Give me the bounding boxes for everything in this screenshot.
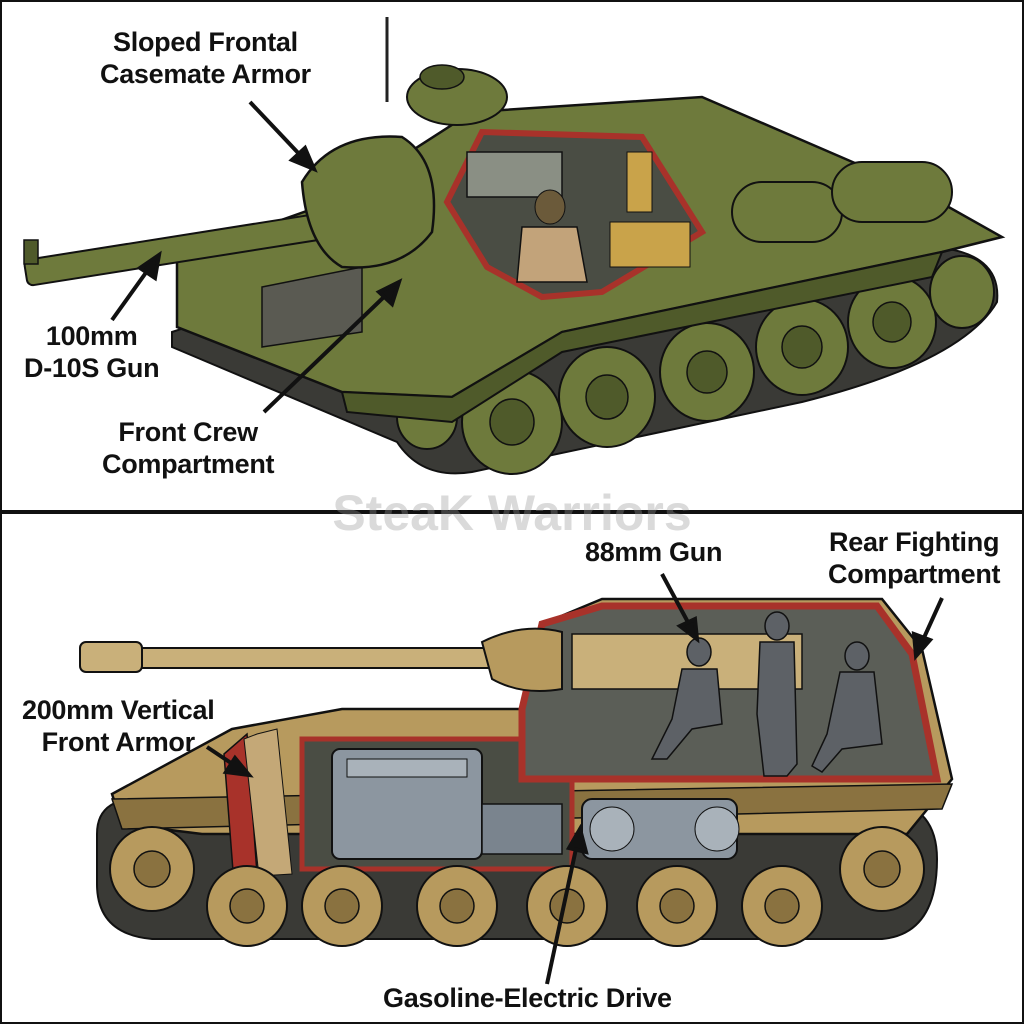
callout-line: 200mm Vertical (22, 695, 215, 725)
bottom-crew (650, 611, 883, 777)
callout-rear-fighting-compartment: Rear Fighting Compartment (828, 526, 1001, 590)
bottom-88mm-gun (79, 627, 563, 692)
callout-line: 100mm (45, 321, 138, 351)
callout-line: Rear Fighting (829, 527, 1000, 557)
callout-100mm-gun: 100mm D-10S Gun (24, 320, 160, 384)
callout-200mm-front-armor: 200mm Vertical Front Armor (22, 694, 215, 758)
callout-line: 88mm Gun (585, 537, 723, 567)
callout-line: Gasoline-Electric Drive (383, 983, 672, 1013)
german-tank-destroyer-illustration (79, 573, 954, 985)
callout-line: Compartment (828, 559, 1001, 589)
watermark: SteaK Warriors (332, 485, 692, 541)
top-callout-arrows (110, 100, 403, 414)
bottom-callout-arrows (205, 573, 944, 985)
top-crew-compartment-cutaway (443, 128, 707, 301)
callout-line: D-10S Gun (24, 353, 160, 383)
callout-sloped-frontal-armor: Sloped Frontal Casemate Armor (100, 26, 311, 90)
callout-line: Casemate Armor (100, 59, 311, 89)
top-cupola (385, 17, 508, 126)
top-gun (23, 135, 436, 287)
callout-front-crew-compartment: Front Crew Compartment (102, 416, 275, 480)
soviet-tank-destroyer-illustration (23, 17, 1006, 475)
callout-line: Front Crew (118, 417, 258, 447)
callout-88mm-gun: 88mm Gun (585, 536, 722, 568)
bottom-panel: 88mm Gun Rear Fighting Compartment 200mm… (0, 512, 1024, 1024)
top-panel: Sloped Frontal Casemate Armor 100mm D-10… (0, 0, 1024, 512)
callout-line: Sloped Frontal (113, 27, 298, 57)
callout-line: Compartment (102, 449, 275, 479)
top-fuel-drums (731, 161, 953, 243)
callout-line: Front Armor (41, 727, 196, 757)
bottom-engine-bay-cutaway (299, 736, 740, 872)
callout-gasoline-electric-drive: Gasoline-Electric Drive (383, 982, 672, 1014)
